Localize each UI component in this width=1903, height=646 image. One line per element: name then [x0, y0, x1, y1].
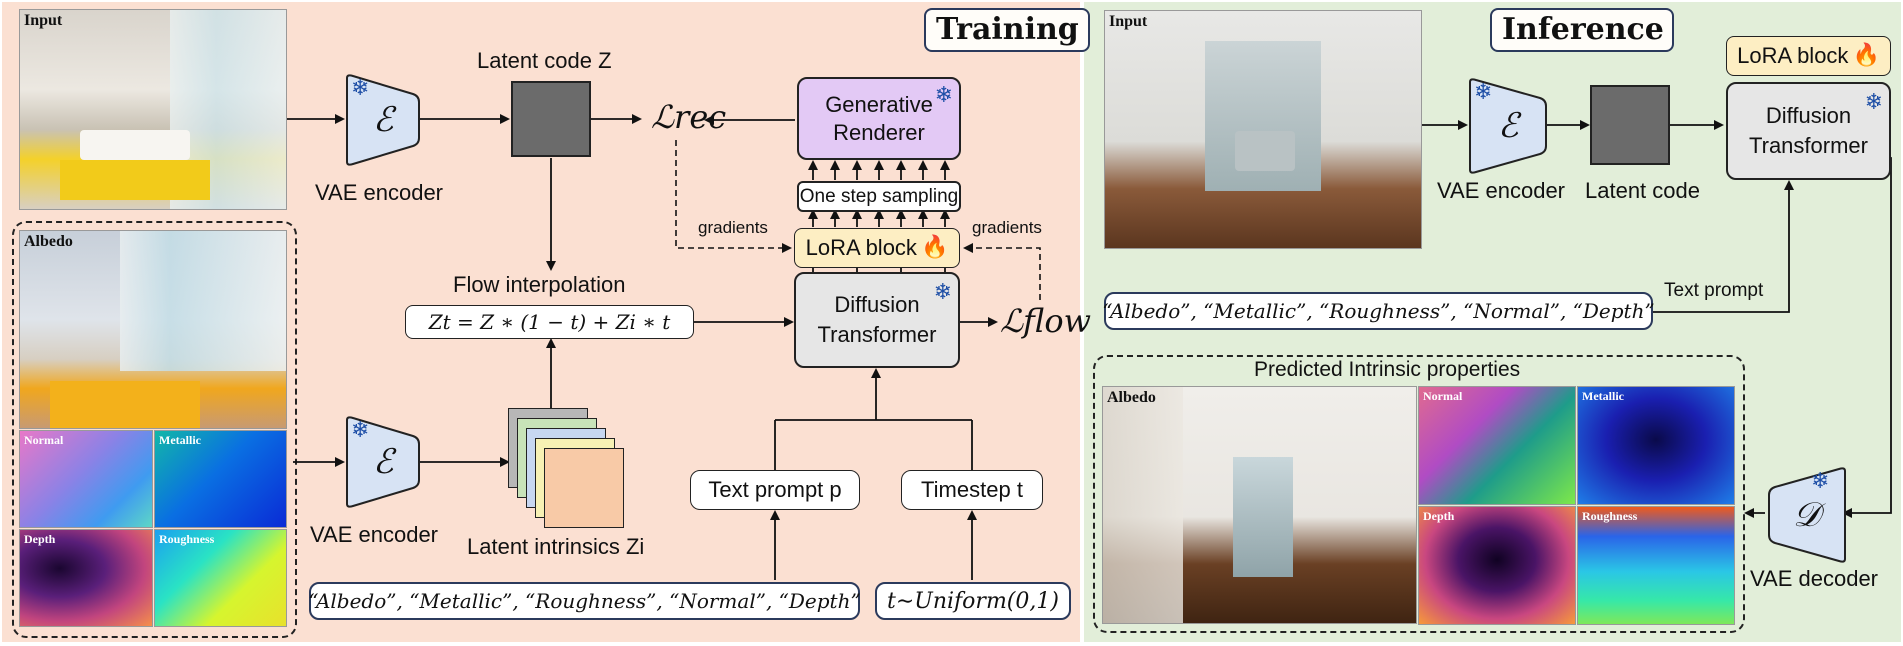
snowflake-icon: ❄ — [933, 280, 952, 305]
inference-input-label: Input — [1109, 13, 1148, 30]
text-prompt-box: Text prompt p — [690, 470, 860, 510]
generative-renderer-label: Generative Renderer — [825, 91, 933, 145]
training-metallic-label: Metallic — [159, 433, 201, 447]
vae-encoder-bottom-shape: ❄ ℰ — [345, 414, 421, 510]
training-metallic-image: Metallic — [154, 430, 287, 528]
inference-title: Inference — [1490, 8, 1674, 52]
training-prompt-text: “Albedo”, “Metallic”, “Roughness”, “Norm… — [308, 589, 861, 613]
gradients-left-label: gradients — [698, 218, 768, 237]
uniform-box: t∼Uniform(0,1) — [875, 582, 1071, 620]
predicted-intrinsics-group — [1093, 355, 1745, 633]
training-input-label: Input — [24, 12, 63, 29]
lora-block-training-label: LoRA block — [805, 235, 917, 260]
flame-icon: 🔥 — [920, 235, 949, 260]
lora-block-inference: LoRA block 🔥 — [1726, 36, 1891, 76]
inference-depth-image: Depth — [1418, 506, 1576, 625]
inference-roughness-image: Roughness — [1577, 506, 1735, 625]
text-prompt-label: Text prompt p — [708, 477, 842, 502]
training-depth-image: Depth — [19, 529, 153, 627]
vae-decoder-shape: ❄ 𝒟 — [1767, 465, 1847, 565]
latent-intrinsics-stack — [508, 408, 624, 528]
inference-prompt-text-box: “Albedo”, “Metallic”, “Roughness”, “Norm… — [1102, 292, 1655, 330]
predicted-intrinsics-title: Predicted Intrinsic properties — [1254, 358, 1521, 381]
inference-normal-image: Normal — [1418, 386, 1576, 505]
lora-block-inference-label: LoRA block — [1737, 43, 1849, 68]
training-roughness-label: Roughness — [159, 532, 215, 546]
inference-input-image: Input — [1104, 10, 1422, 249]
snowflake-icon: ❄ — [1864, 90, 1883, 115]
vae-decoder-label: VAE decoder — [1750, 566, 1879, 591]
lora-block-training: LoRA block 🔥 — [794, 228, 960, 268]
inference-text-prompt-label: Text prompt — [1664, 280, 1764, 301]
loss-rec: ℒrec — [651, 98, 727, 136]
latent-code-z-label: Latent code Z — [477, 48, 612, 73]
inference-albedo-label: Albedo — [1107, 389, 1156, 406]
latent-code-inference-box — [1590, 85, 1670, 165]
inference-normal-label: Normal — [1423, 389, 1463, 403]
training-roughness-image: Roughness — [154, 529, 287, 627]
timestep-label: Timestep t — [921, 477, 1023, 502]
training-normal-image: Normal — [19, 430, 153, 528]
inference-prompt-text: “Albedo”, “Metallic”, “Roughness”, “Norm… — [1102, 299, 1655, 323]
uniform-text: t∼Uniform(0,1) — [887, 588, 1059, 614]
diffusion-transformer-training: Diffusion Transformer ❄ — [794, 272, 960, 368]
training-albedo-label: Albedo — [24, 233, 73, 250]
one-step-sampling-box: One step sampling — [797, 181, 961, 212]
vae-encoder-inference-shape: ❄ ℰ — [1468, 76, 1548, 176]
flame-icon: 🔥 — [1852, 43, 1880, 68]
vae-encoder-bottom-label: VAE encoder — [310, 522, 439, 547]
vae-encoder-top-shape: ❄ ℰ — [345, 72, 421, 168]
training-intrinsics-group — [12, 221, 297, 638]
snowflake-icon: ❄ — [1811, 469, 1830, 494]
training-input-image: Input — [19, 9, 287, 210]
latent-code-z-box — [511, 81, 591, 157]
training-prompt-text-box: “Albedo”, “Metallic”, “Roughness”, “Norm… — [308, 582, 861, 620]
vae-encoder-inference-label: VAE encoder — [1437, 178, 1566, 203]
inference-depth-label: Depth — [1423, 509, 1455, 523]
loss-flow: ℒflow — [1000, 302, 1092, 340]
snowflake-icon: ❄ — [351, 76, 370, 101]
timestep-box: Timestep t — [901, 470, 1043, 510]
snowflake-icon: ❄ — [934, 83, 953, 108]
one-step-sampling-label: One step sampling — [799, 185, 959, 207]
training-normal-label: Normal — [24, 433, 64, 447]
diffusion-transformer-training-label: Diffusion Transformer — [817, 292, 937, 347]
training-depth-label: Depth — [24, 532, 56, 546]
diffusion-transformer-inference-label: Diffusion Transformer — [1749, 103, 1868, 158]
flow-equation: Zt = Z ∗ (1 − t) + Zi ∗ t — [428, 310, 671, 334]
flow-equation-box: Zt = Z ∗ (1 − t) + Zi ∗ t — [405, 305, 694, 339]
inference-metallic-image: Metallic — [1577, 386, 1735, 505]
diffusion-transformer-inference: Diffusion Transformer ❄ — [1726, 82, 1891, 180]
generative-renderer-box: Generative Renderer ❄ — [797, 77, 961, 160]
gradients-right-label: gradients — [972, 218, 1042, 237]
training-albedo-image: Albedo — [19, 230, 287, 429]
inference-metallic-label: Metallic — [1582, 389, 1624, 403]
decoder-symbol: 𝒟 — [1793, 495, 1821, 535]
vae-encoder-top-label: VAE encoder — [315, 180, 444, 205]
latent-code-inference-label: Latent code — [1585, 178, 1700, 203]
encoder-symbol-bottom: ℰ — [373, 442, 394, 482]
inference-roughness-label: Roughness — [1582, 509, 1638, 523]
training-title: Training — [924, 8, 1090, 52]
flow-interpolation-label: Flow interpolation — [453, 272, 626, 297]
snowflake-icon: ❄ — [351, 418, 370, 443]
encoder-symbol-inference: ℰ — [1498, 106, 1519, 146]
encoder-symbol-top: ℰ — [373, 100, 394, 140]
latent-intrinsics-label: Latent intrinsics Zi — [467, 534, 645, 559]
snowflake-icon: ❄ — [1474, 80, 1493, 105]
inference-albedo-image: Albedo — [1102, 386, 1417, 624]
